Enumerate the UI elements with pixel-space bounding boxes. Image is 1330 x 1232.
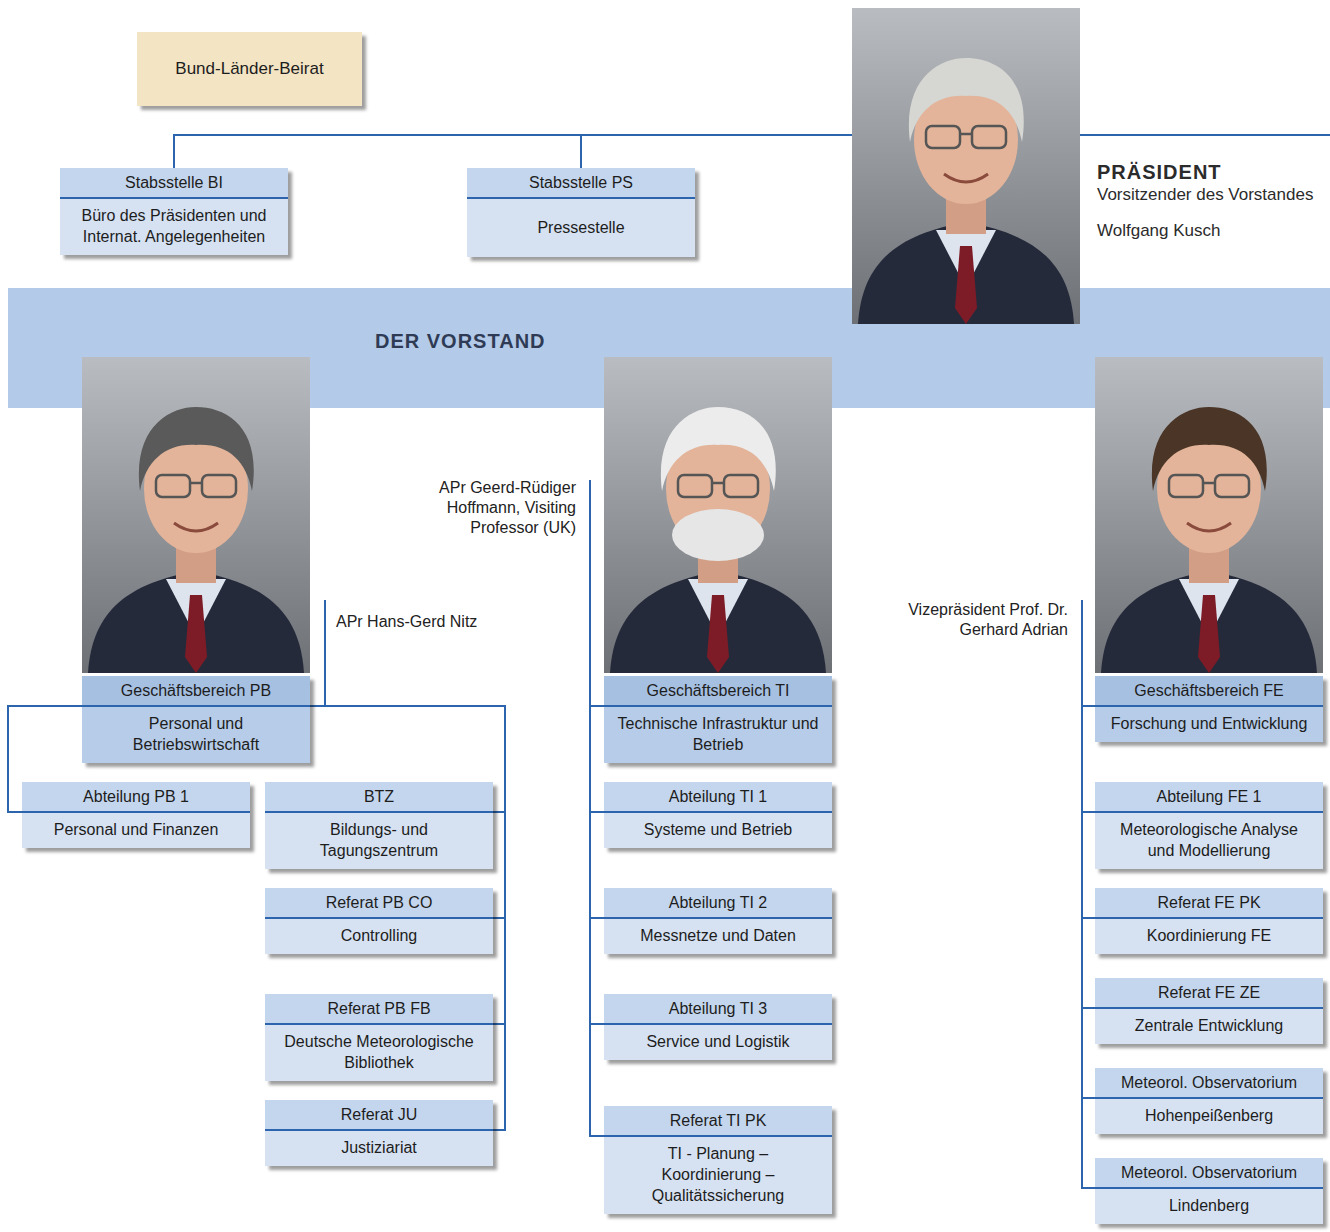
observatory-box: Meteorol. ObservatoriumHohenpeißenberg (1095, 1068, 1323, 1134)
business-area-box: Geschäftsbereich TITechnische Infrastruk… (604, 676, 832, 763)
box-heading: Geschäftsbereich FE (1095, 676, 1323, 707)
box-heading: Referat PB CO (265, 888, 493, 919)
org-connector (1082, 706, 1095, 918)
box-text: Pressestelle (467, 199, 695, 257)
advisory-board-box: Bund-Länder-Beirat (137, 32, 362, 106)
box-text: Forschung und Entwicklung (1095, 707, 1323, 742)
box-heading: PRÄSIDENT (1097, 160, 1326, 184)
unit-box: Referat TI PKTI - Planung – Koordinierun… (604, 1106, 832, 1214)
leader-line (1081, 600, 1083, 707)
box-text: Meteorologische Analyse und Modellierung (1095, 813, 1323, 869)
box-text: Vorsitzender des Vorstandes (1097, 184, 1326, 206)
org-connector (581, 135, 852, 168)
beard (672, 509, 764, 561)
box-text: Service und Logistik (604, 1025, 832, 1060)
portrait-photo (852, 8, 1080, 324)
leader-line (324, 600, 326, 707)
box-text: Justiziariat (265, 1131, 493, 1166)
business-area-box: Geschäftsbereich PBPersonal und Betriebs… (82, 676, 310, 763)
box-heading: Referat PB FB (265, 994, 493, 1025)
box-heading: Referat FE PK (1095, 888, 1323, 919)
org-connector (174, 135, 852, 168)
president-panel: PRÄSIDENTVorsitzender des VorstandesWolf… (852, 8, 1326, 326)
unit-box: Referat PB FBDeutsche Meteorologische Bi… (265, 994, 493, 1081)
box-text: Personal und Betriebswirtschaft (82, 707, 310, 763)
org-connector (590, 706, 604, 918)
board-band: DER VORSTAND (8, 288, 1330, 408)
box-text: Technische Infrastruktur und Betrieb (604, 707, 832, 763)
box-heading: Bund-Länder-Beirat (167, 55, 331, 83)
box-heading: Meteorol. Observatorium (1095, 1068, 1323, 1099)
box-heading: Abteilung TI 2 (604, 888, 832, 919)
department-box: Abteilung TI 3Service und Logistik (604, 994, 832, 1060)
box-text: TI - Planung – Koordinierung – Qualitäts… (604, 1137, 832, 1214)
box-heading: Abteilung PB 1 (22, 782, 250, 813)
box-heading: Stabsstelle BI (60, 168, 288, 199)
staff-unit-box: Stabsstelle PSPressestelle (467, 168, 695, 257)
person-label: Vizepräsident Prof. Dr. Gerhard Adrian (858, 600, 1068, 640)
box-text: Zentrale Entwicklung (1095, 1009, 1323, 1044)
org-connector (590, 706, 604, 1136)
staff-unit-box: Stabsstelle BIBüro des Präsidenten und I… (60, 168, 288, 255)
unit-box: Referat FE PKKoordinierung FE (1095, 888, 1323, 954)
box-heading: Abteilung TI 1 (604, 782, 832, 813)
box-text: Personal und Finanzen (22, 813, 250, 848)
person-label: APr Geerd-Rüdiger Hoffmann, Visiting Pro… (406, 478, 576, 538)
box-text: Deutsche Meteorologische Bibliothek (265, 1025, 493, 1081)
box-text: Hohenpeißenberg (1095, 1099, 1323, 1134)
box-text: Messnetze und Daten (604, 919, 832, 954)
observatory-box: Meteorol. ObservatoriumLindenberg (1095, 1158, 1323, 1224)
portrait-photo (82, 357, 310, 673)
org-connector (1082, 706, 1095, 1098)
org-connector (590, 706, 604, 1024)
box-text: Controlling (265, 919, 493, 954)
org-connector (1082, 706, 1095, 812)
box-text: Koordinierung FE (1095, 919, 1323, 954)
department-box: BTZBildungs- und Tagungszentrum (265, 782, 493, 869)
box-heading: Abteilung TI 3 (604, 994, 832, 1025)
box-heading: Geschäftsbereich TI (604, 676, 832, 707)
org-connector (1082, 706, 1095, 1008)
leader-line (589, 480, 591, 707)
department-box: Abteilung PB 1Personal und Finanzen (22, 782, 250, 848)
box-text: Wolfgang Kusch (1097, 220, 1326, 242)
person-label: APr Hans-Gerd Nitz (336, 612, 536, 632)
box-text: Lindenberg (1095, 1189, 1323, 1224)
box-heading: Referat TI PK (604, 1106, 832, 1137)
portrait-photo (604, 357, 832, 673)
box-heading: Meteorol. Observatorium (1095, 1158, 1323, 1189)
box-text: Büro des Präsidenten und Internat. Angel… (60, 199, 288, 255)
org-connector (1082, 706, 1095, 1188)
org-line (1080, 134, 1330, 136)
department-box: Abteilung TI 2Messnetze und Daten (604, 888, 832, 954)
org-connector (590, 706, 604, 812)
business-area-box: Geschäftsbereich FEForschung und Entwick… (1095, 676, 1323, 742)
box-text: Bildungs- und Tagungszentrum (265, 813, 493, 869)
box-heading: Referat FE ZE (1095, 978, 1323, 1009)
unit-box: Referat PB COControlling (265, 888, 493, 954)
department-box: Abteilung TI 1Systeme und Betrieb (604, 782, 832, 848)
portrait-photo (1095, 357, 1323, 673)
box-text: Systeme und Betrieb (604, 813, 832, 848)
box-heading: Geschäftsbereich PB (82, 676, 310, 707)
box-heading: Referat JU (265, 1100, 493, 1131)
box-heading: DER VORSTAND (375, 330, 1330, 353)
unit-box: Referat JUJustiziariat (265, 1100, 493, 1166)
box-heading: BTZ (265, 782, 493, 813)
box-heading: Stabsstelle PS (467, 168, 695, 199)
box-heading: Abteilung FE 1 (1095, 782, 1323, 813)
department-box: Abteilung FE 1Meteorologische Analyse un… (1095, 782, 1323, 869)
unit-box: Referat FE ZEZentrale Entwicklung (1095, 978, 1323, 1044)
